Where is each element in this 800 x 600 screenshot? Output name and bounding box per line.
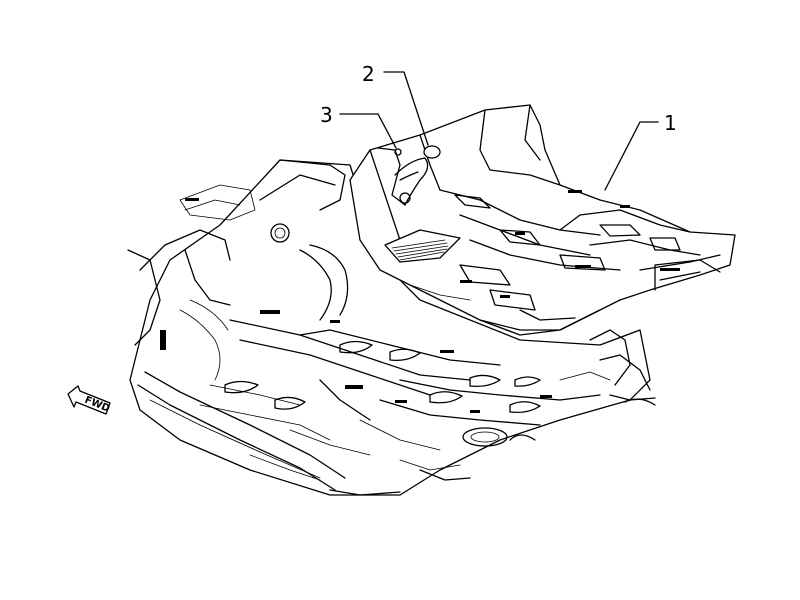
- floor-carpet: [349, 104, 736, 336]
- leader-line-1: [604, 121, 659, 191]
- part-2-insulator: [394, 145, 441, 206]
- callout-2: 2: [362, 62, 375, 86]
- callout-3: 3: [320, 103, 333, 127]
- floor-pan: [127, 159, 656, 496]
- callout-1: 1: [664, 111, 677, 135]
- leader-line-3: [339, 113, 397, 149]
- callout-leaders: [339, 71, 659, 191]
- forward-direction-arrow-icon: FWD: [67, 385, 111, 415]
- leader-line-2: [383, 71, 429, 146]
- callout-numbers: 1 2 3: [320, 62, 677, 135]
- part-3-fastener: [377, 147, 411, 206]
- heel-pad: [391, 239, 449, 261]
